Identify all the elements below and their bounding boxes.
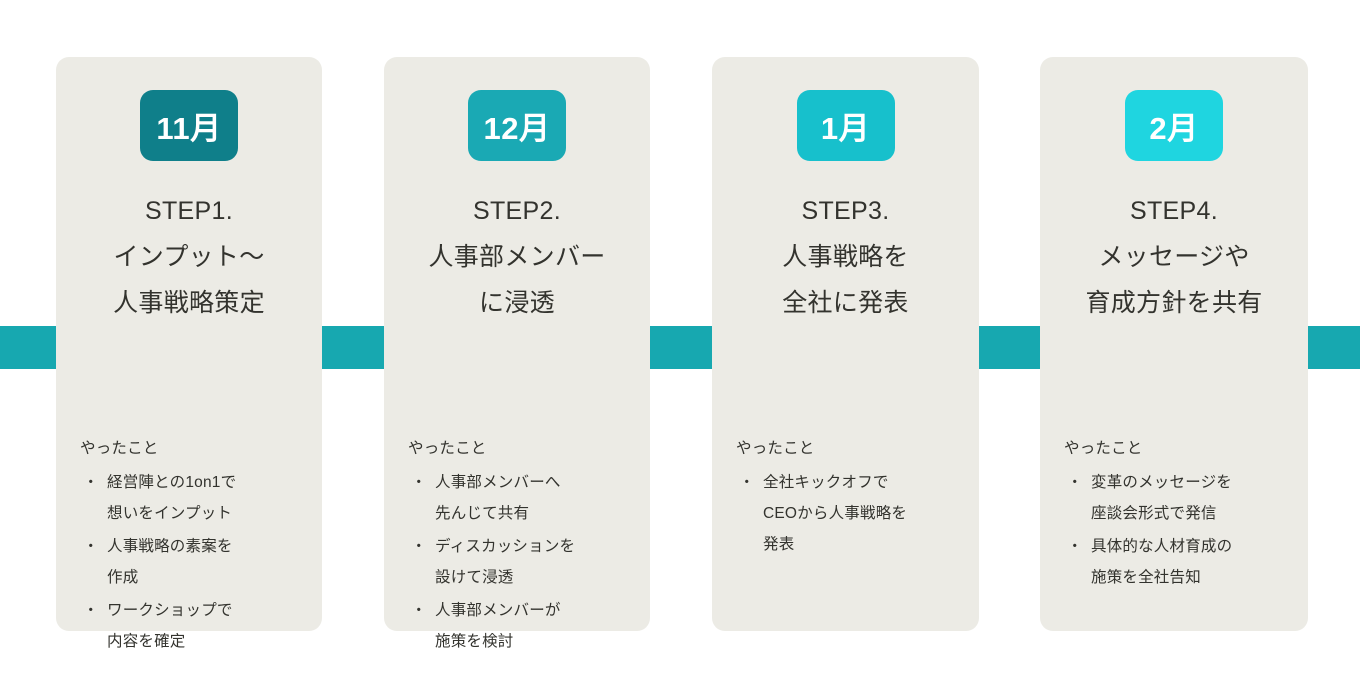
step-title: STEP1. インプット〜 人事戦略策定 [113, 197, 265, 317]
bullet-icon: ・ [83, 602, 99, 619]
month-badge: 11月 [140, 90, 238, 161]
timeline-connector-4 [978, 326, 1041, 369]
bullet-icon: ・ [1067, 538, 1083, 555]
list-item: ・人事戦略の素案を 作成 [80, 531, 300, 593]
list-item: ・人事部メンバーへ 先んじて共有 [408, 467, 628, 529]
did-list: ・変革のメッセージを 座談会形式で発信・具体的な人材育成の 施策を全社告知 [1064, 467, 1286, 593]
did-list: ・人事部メンバーへ 先んじて共有・ディスカッションを 設けて浸透・人事部メンバー… [408, 467, 628, 657]
step-title: STEP2. 人事部メンバー に浸透 [428, 197, 606, 317]
list-item-text: 全社キックオフで CEOから人事戦略を 発表 [763, 474, 908, 553]
bullet-icon: ・ [411, 474, 427, 491]
bullet-icon: ・ [411, 538, 427, 555]
list-item: ・人事部メンバーが 施策を検討 [408, 595, 628, 657]
timeline-connector-1 [0, 326, 57, 369]
step-card-body: やったこと・全社キックオフで CEOから人事戦略を 発表 [712, 438, 979, 562]
step-card-3: 1月 STEP3. 人事戦略を 全社に発表やったこと・全社キックオフで CEOから… [712, 57, 979, 631]
step-card-body: やったこと・人事部メンバーへ 先んじて共有・ディスカッションを 設けて浸透・人事… [384, 438, 650, 659]
bullet-icon: ・ [739, 474, 755, 491]
list-item-text: ディスカッションを 設けて浸透 [435, 538, 576, 586]
step-title: STEP4. メッセージや 育成方針を共有 [1085, 197, 1263, 317]
list-item: ・ディスカッションを 設けて浸透 [408, 531, 628, 593]
step-card-header: 11月 STEP1. インプット〜 人事戦略策定 [56, 57, 322, 326]
step-card-body: やったこと・変革のメッセージを 座談会形式で発信・具体的な人材育成の 施策を全社… [1040, 438, 1308, 595]
did-label: やったこと [408, 440, 487, 457]
bullet-icon: ・ [1067, 474, 1083, 491]
timeline-connector-5 [1307, 326, 1360, 369]
list-item-text: 人事戦略の素案を 作成 [107, 538, 233, 586]
bullet-icon: ・ [83, 474, 99, 491]
timeline-connector-3 [649, 326, 713, 369]
bullet-icon: ・ [83, 538, 99, 555]
step-card-header: 2月 STEP4. メッセージや 育成方針を共有 [1040, 57, 1308, 326]
list-item: ・経営陣との1on1で 想いをインプット [80, 467, 300, 529]
did-list: ・経営陣との1on1で 想いをインプット・人事戦略の素案を 作成・ワークショップ… [80, 467, 300, 657]
did-label: やったこと [1064, 440, 1143, 457]
list-item-text: 人事部メンバーが 施策を検討 [435, 602, 561, 650]
did-label: やったこと [736, 440, 815, 457]
list-item-text: 変革のメッセージを 座談会形式で発信 [1091, 474, 1232, 522]
step-card-body: やったこと・経営陣との1on1で 想いをインプット・人事戦略の素案を 作成・ワー… [56, 438, 322, 659]
list-item: ・ワークショップで 内容を確定 [80, 595, 300, 657]
timeline-connector-2 [321, 326, 385, 369]
step-card-header: 1月 STEP3. 人事戦略を 全社に発表 [712, 57, 979, 326]
list-item-text: 人事部メンバーへ 先んじて共有 [435, 474, 561, 522]
month-badge: 1月 [796, 90, 895, 161]
month-badge: 2月 [1125, 90, 1223, 161]
did-label: やったこと [80, 440, 159, 457]
step-card-4: 2月 STEP4. メッセージや 育成方針を共有やったこと・変革のメッセージを 座… [1040, 57, 1308, 631]
step-card-header: 12月 STEP2. 人事部メンバー に浸透 [384, 57, 650, 326]
list-item: ・具体的な人材育成の 施策を全社告知 [1064, 531, 1286, 593]
bullet-icon: ・ [411, 602, 427, 619]
did-list: ・全社キックオフで CEOから人事戦略を 発表 [736, 467, 957, 560]
list-item-text: ワークショップで 内容を確定 [107, 602, 233, 650]
month-badge: 12月 [468, 90, 566, 161]
list-item-text: 経営陣との1on1で 想いをインプット [107, 474, 237, 522]
step-title: STEP3. 人事戦略を 全社に発表 [782, 197, 909, 317]
list-item: ・変革のメッセージを 座談会形式で発信 [1064, 467, 1286, 529]
list-item: ・全社キックオフで CEOから人事戦略を 発表 [736, 467, 957, 560]
list-item-text: 具体的な人材育成の 施策を全社告知 [1091, 538, 1233, 586]
